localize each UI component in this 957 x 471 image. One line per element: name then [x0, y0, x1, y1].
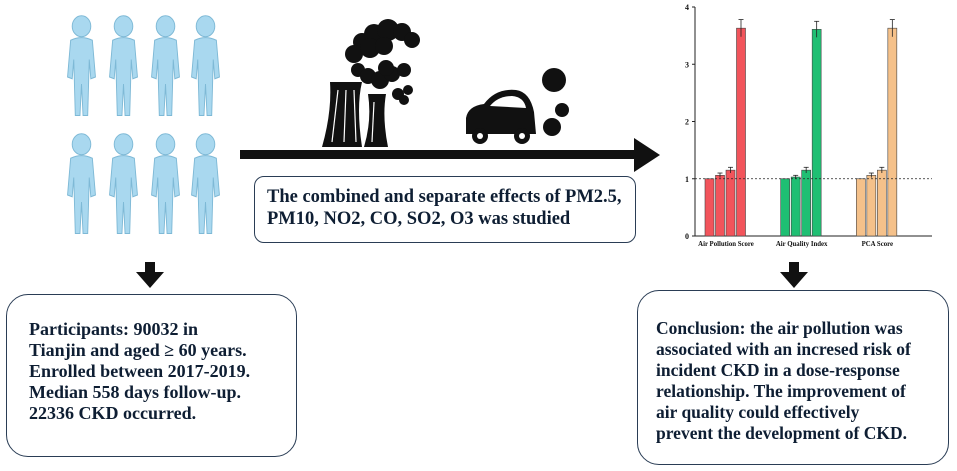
bar [877, 169, 887, 237]
bar [887, 27, 898, 237]
conclusion-line: associated with an incresed risk of [656, 339, 911, 359]
conclusion-line: air quality could effectively [656, 402, 860, 422]
bar [725, 169, 736, 237]
down-arrow-left [136, 262, 164, 288]
pollutants-box: The combined and separate effects of PM2… [254, 176, 636, 243]
conclusion-line: incident CKD in a dose-response [656, 360, 900, 380]
bar [811, 29, 822, 237]
car-exhaust-icon [466, 68, 569, 144]
participants-line: Participants: 90032 in [29, 319, 198, 339]
x-tick-label: PCA Score [862, 241, 893, 248]
human-silhouette-icon [66, 14, 97, 117]
y-tick-label: 2 [685, 118, 689, 127]
factory-smokestack-icon [322, 19, 420, 147]
bar [856, 178, 866, 237]
human-silhouette-icon [108, 14, 139, 117]
bar [736, 27, 746, 237]
participants-line: Tianjin and aged ≥ 60 years. [29, 340, 247, 360]
human-silhouette-icon [190, 132, 221, 235]
conclusion-box: Conclusion: the air pollution was associ… [637, 290, 949, 465]
human-silhouette-icon [150, 132, 181, 235]
y-tick-label: 1 [685, 175, 689, 184]
down-arrow-right [780, 262, 808, 288]
human-silhouette-icon [66, 132, 97, 235]
participants-box: Participants: 90032 in Tianjin and aged … [6, 294, 297, 457]
bar [715, 175, 725, 237]
bar [704, 178, 715, 237]
human-silhouette-icon [150, 14, 181, 117]
bar [790, 176, 801, 237]
pollutants-line: PM10, NO2, CO, SO2, O3 was studied [267, 209, 571, 229]
bar [866, 175, 877, 237]
participants-line: 22336 CKD occurred. [29, 403, 197, 423]
human-silhouette-icon [190, 14, 221, 117]
y-tick-label: 4 [685, 3, 689, 12]
bar [801, 169, 811, 237]
y-tick-label: 0 [685, 232, 689, 241]
participants-line: Enrolled between 2017-2019. [29, 361, 251, 381]
participants-line: Median 558 days follow-up. [29, 382, 242, 402]
conclusion-line: relationship. The improvement of [656, 381, 906, 401]
bar [780, 178, 790, 237]
flow-arrow-right [240, 138, 660, 172]
conclusion-line: prevent the development of CKD. [656, 423, 907, 443]
human-silhouette-icon [108, 132, 139, 235]
x-tick-label: Air Quality Index [776, 241, 828, 248]
x-tick-label: Air Pollution Score [698, 241, 754, 248]
conclusion-line: Conclusion: the air pollution was [656, 318, 903, 338]
pollutants-line: The combined and separate effects of PM2… [267, 187, 622, 207]
y-tick-label: 3 [685, 60, 689, 69]
people-group [66, 14, 221, 235]
